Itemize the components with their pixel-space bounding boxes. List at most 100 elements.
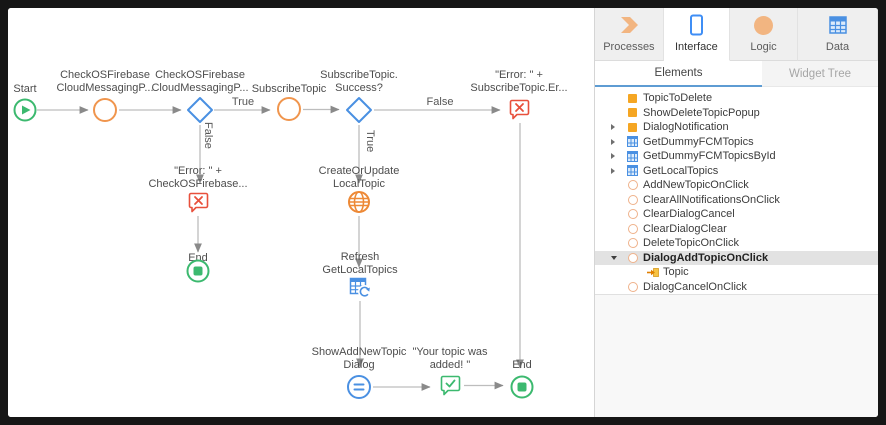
processes-icon bbox=[617, 14, 641, 36]
refresh-aggregate-node[interactable] bbox=[347, 274, 373, 305]
node-label: End bbox=[512, 359, 532, 371]
aggregate-icon bbox=[626, 136, 639, 148]
tree-item-label: GetDummyFCMTopics bbox=[643, 135, 754, 148]
tree-item-clearallnotificationsonclick[interactable]: ClearAllNotificationsOnClick bbox=[595, 193, 878, 208]
tree-item-dialogaddtopiconclick[interactable]: DialogAddTopicOnClick bbox=[595, 250, 878, 265]
sidebar: Processes Interface Logic Data Ele bbox=[594, 8, 878, 417]
error-message-node-subscribe[interactable] bbox=[506, 96, 532, 127]
node-label: ShowAddNewTopic Dialog bbox=[311, 346, 407, 371]
tree-divider bbox=[595, 294, 878, 295]
action-icon bbox=[626, 223, 639, 234]
node-label: "Your topic was added! " bbox=[412, 346, 488, 371]
tab-label: Data bbox=[825, 41, 850, 53]
sidebar-tab-bar: Processes Interface Logic Data bbox=[595, 8, 878, 61]
tree-item-label: DialogAddTopicOnClick bbox=[643, 251, 769, 264]
app-window: MainFlow ▸ ManageNotifications ▸ DialogA… bbox=[8, 8, 878, 417]
elements-tree: TopicToDelete ShowDeleteTopicPopup Dialo… bbox=[595, 91, 878, 294]
tree-item-label: AddNewTopicOnClick bbox=[643, 179, 749, 192]
edge-label-true: True bbox=[231, 96, 255, 108]
panel-tab-label: Widget Tree bbox=[789, 67, 851, 80]
tree-item-showdeletetopicpopup[interactable]: ShowDeleteTopicPopup bbox=[595, 106, 878, 121]
action-icon bbox=[626, 252, 639, 263]
panel-tab-label: Elements bbox=[654, 67, 703, 79]
tab-label: Interface bbox=[675, 41, 718, 53]
server-action-node-createorupdate[interactable] bbox=[346, 189, 372, 220]
tab-logic[interactable]: Logic bbox=[730, 8, 798, 61]
action-icon bbox=[626, 281, 639, 292]
action-icon bbox=[626, 209, 639, 220]
error-message-node-checkos[interactable] bbox=[185, 189, 211, 220]
start-node[interactable] bbox=[13, 98, 37, 127]
tree-item-label: DialogCancelOnClick bbox=[643, 280, 747, 293]
data-icon bbox=[828, 14, 847, 36]
tree-item-dialogcancelonclick[interactable]: DialogCancelOnClick bbox=[595, 280, 878, 295]
expand-right-icon[interactable] bbox=[609, 138, 626, 145]
edge-label-true: True bbox=[364, 130, 376, 153]
interface-icon bbox=[685, 14, 707, 36]
tab-interface[interactable]: Interface bbox=[663, 8, 731, 61]
tree-item-label: ClearDialogClear bbox=[643, 222, 727, 235]
expand-right-icon[interactable] bbox=[609, 153, 626, 160]
if-node-subscribe-success[interactable] bbox=[345, 96, 373, 129]
tab-processes[interactable]: Processes bbox=[595, 8, 664, 61]
action-node-subscribetopic[interactable] bbox=[276, 96, 302, 127]
collapse-down-icon[interactable] bbox=[609, 255, 626, 260]
node-label: SubscribeTopic bbox=[251, 83, 327, 95]
variable-icon bbox=[626, 122, 639, 132]
tree-item-getdummyfcmtopics[interactable]: GetDummyFCMTopics bbox=[595, 135, 878, 150]
tree-item-getlocaltopics[interactable]: GetLocalTopics bbox=[595, 164, 878, 179]
tree-item-cleardialogclear[interactable]: ClearDialogClear bbox=[595, 222, 878, 237]
tree-item-topic[interactable]: Topic bbox=[595, 265, 878, 280]
if-node-checkosfirebase[interactable] bbox=[186, 96, 214, 129]
action-node-checkosfirebase[interactable] bbox=[92, 97, 118, 128]
tree-item-label: ClearAllNotificationsOnClick bbox=[643, 193, 780, 206]
client-action-node-showdialog[interactable] bbox=[346, 374, 372, 405]
tree-item-cleardialogcancel[interactable]: ClearDialogCancel bbox=[595, 207, 878, 222]
node-label: Start bbox=[13, 83, 37, 95]
node-label: Refresh GetLocalTopics bbox=[322, 251, 398, 276]
tree-item-deletetopiconclick[interactable]: DeleteTopicOnClick bbox=[595, 236, 878, 251]
tree-empty-area bbox=[595, 295, 878, 417]
tree-item-label: DeleteTopicOnClick bbox=[643, 237, 739, 250]
tree-item-label: ShowDeleteTopicPopup bbox=[643, 106, 760, 119]
end-node-right[interactable] bbox=[510, 375, 534, 404]
action-icon bbox=[626, 194, 639, 205]
tree-item-dialognotification[interactable]: DialogNotification bbox=[595, 120, 878, 135]
tree-item-topictodelete[interactable]: TopicToDelete bbox=[595, 91, 878, 106]
aggregate-icon bbox=[626, 150, 639, 162]
node-label: "Error: " + CheckOSFirebase... bbox=[148, 165, 248, 190]
tab-label: Processes bbox=[603, 41, 655, 53]
tab-data[interactable]: Data bbox=[798, 8, 878, 61]
panel-tab-bar: Elements Widget Tree bbox=[595, 61, 878, 87]
tree-item-getdummyfcmtopicsbyid[interactable]: GetDummyFCMTopicsById bbox=[595, 149, 878, 164]
input-parameter-icon bbox=[646, 267, 659, 278]
tree-item-label: GetDummyFCMTopicsById bbox=[643, 150, 776, 163]
node-label: CheckOSFirebase CloudMessagingP... bbox=[56, 69, 154, 94]
tab-elements[interactable]: Elements bbox=[595, 61, 762, 87]
tree-item-label: ClearDialogCancel bbox=[643, 208, 735, 221]
variable-icon bbox=[626, 93, 639, 103]
tree-item-addnewtopiconclick[interactable]: AddNewTopicOnClick bbox=[595, 178, 878, 193]
node-label: CheckOSFirebase CloudMessagingP... bbox=[151, 69, 249, 94]
logic-icon bbox=[754, 14, 774, 36]
tab-label: Logic bbox=[750, 41, 777, 53]
tree-item-label: Topic bbox=[663, 266, 689, 279]
expand-right-icon[interactable] bbox=[609, 124, 626, 131]
flow-connectors bbox=[37, 105, 524, 391]
expand-right-icon[interactable] bbox=[609, 167, 626, 174]
action-icon bbox=[626, 238, 639, 249]
tree-item-label: TopicToDelete bbox=[643, 92, 713, 105]
edge-label-false: False bbox=[426, 96, 454, 108]
node-label: SubscribeTopic. Success? bbox=[320, 69, 398, 94]
variable-icon bbox=[626, 108, 639, 118]
action-icon bbox=[626, 180, 639, 191]
node-label: "Error: " + SubscribeTopic.Er... bbox=[470, 69, 568, 94]
aggregate-icon bbox=[626, 165, 639, 177]
success-message-node[interactable] bbox=[437, 372, 463, 403]
tree-item-label: GetLocalTopics bbox=[643, 164, 719, 177]
tree-item-label: DialogNotification bbox=[643, 121, 729, 134]
tab-widget-tree[interactable]: Widget Tree bbox=[762, 61, 878, 87]
node-label: CreateOrUpdate LocalTopic bbox=[318, 165, 400, 190]
flow-canvas[interactable]: True False True False Start CheckOSFireb… bbox=[8, 8, 594, 417]
end-node-left[interactable] bbox=[186, 259, 210, 288]
